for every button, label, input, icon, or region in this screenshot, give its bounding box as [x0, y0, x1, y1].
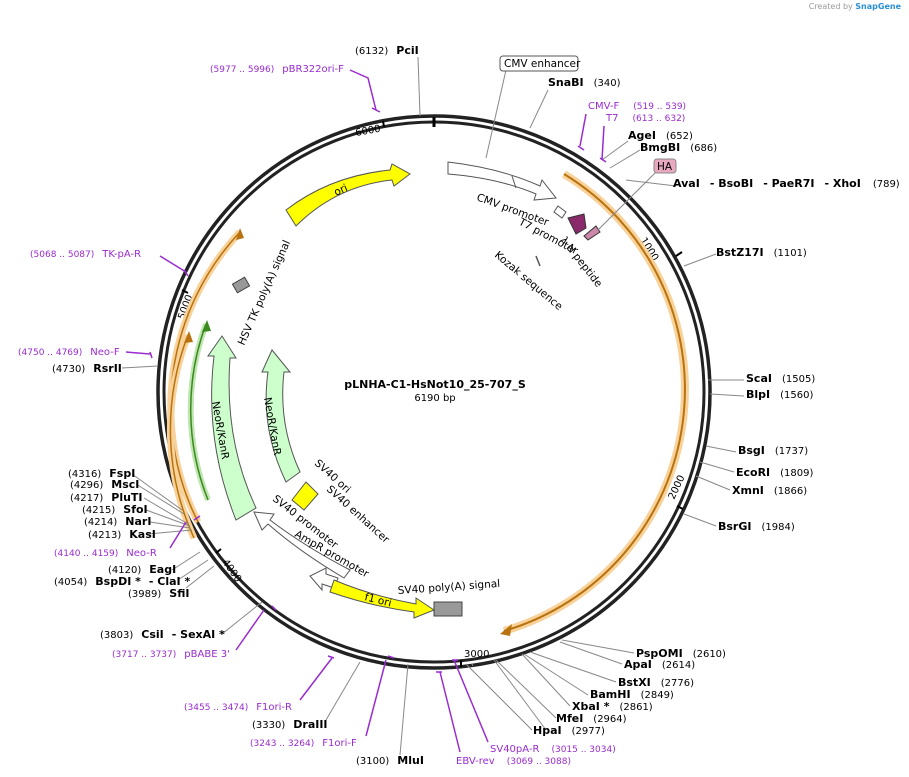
- sv40-promoter-feature: [253, 511, 351, 579]
- tick-3000: 3000: [464, 649, 489, 660]
- hsv-tk-box: [231, 276, 251, 294]
- site-mlui: (3100)MluI: [356, 754, 424, 767]
- site-bamhi: BamHI(2849): [590, 688, 674, 701]
- snapgene-logo: SnapGene: [855, 2, 901, 11]
- sv40-ori-feature: [291, 481, 319, 511]
- neor-outer-feature: [207, 335, 257, 521]
- ha-label: HA: [657, 161, 673, 173]
- site-bsgi: BsgI(1737): [738, 444, 808, 457]
- site-kasi: (4213)KasI: [88, 528, 156, 541]
- left-orf-arrowhead-2: [184, 331, 193, 343]
- site-draiii: (3330)DraIII: [252, 718, 328, 731]
- site-bstxi: BstXI(2776): [618, 676, 694, 689]
- ori-label: ori: [332, 182, 349, 199]
- site-bspdi: (4054)BspDI *- ClaI *: [54, 575, 190, 588]
- neo-green-arc: [189, 323, 209, 501]
- plasmid-name: pLNHA-C1-HsNot10_25-707_S: [344, 378, 526, 391]
- primer-pbabe: (3717 .. 3737)pBABE 3': [112, 649, 230, 660]
- f1-ori-label: f1 ori: [363, 591, 392, 609]
- site-bmgbi: BmgBI(686): [640, 141, 717, 154]
- primer-pbr322ori: (5977 .. 5996)pBR322ori-F: [210, 64, 344, 75]
- primer-neof: (4750 .. 4769)Neo-F: [18, 347, 120, 358]
- orf-arc: [503, 173, 686, 632]
- backbone-outer-ring: [156, 114, 712, 670]
- f1-ori-feature: [329, 579, 436, 619]
- t7-promoter-feature: [553, 205, 567, 219]
- orf-arrowhead: [500, 624, 512, 636]
- site-agei: AgeI(652): [628, 129, 693, 142]
- site-xmni: XmnI(1866): [732, 484, 807, 497]
- tick-6000: 6000: [355, 124, 382, 139]
- cmv-enhancer-label: CMV enhancer: [504, 58, 581, 70]
- primer-ebvrev: EBV-rev(3069 .. 3088): [456, 756, 571, 767]
- sv40-polya-box: [433, 601, 463, 617]
- primer-f1orif: (3243 .. 3264)F1ori-F: [250, 738, 357, 749]
- credit: Created by SnapGene: [809, 2, 901, 11]
- site-rsrii: (4730)RsrII: [52, 362, 122, 375]
- ha-leader: [597, 171, 657, 231]
- primer-tkpa: (5068 .. 5087)TK-pA-R: [30, 249, 141, 260]
- site-msci: (4296)MscI: [70, 478, 139, 491]
- neo-green-arrowhead: [202, 320, 211, 332]
- left-orf-arrowhead-1: [236, 228, 244, 240]
- ori-feature: [285, 163, 411, 227]
- site-pluti: (4217)PluTI: [70, 491, 143, 504]
- site-bsrgi: BsrGI(1984): [718, 520, 795, 533]
- site-sfii: (3989)SfiI: [128, 587, 189, 600]
- cmv-enhancer-box: [499, 55, 579, 72]
- backbone-inner-ring: [162, 120, 706, 664]
- sv40-polya-label: SV40 poly(A) signal: [397, 578, 500, 597]
- site-scai: ScaI(1505): [746, 372, 815, 385]
- neor-inner-feature: [261, 349, 301, 483]
- primer-sv40par: SV40pA-R(3015 .. 3034): [490, 744, 616, 755]
- primer-neor: (4140 .. 4159)Neo-R: [54, 548, 157, 559]
- ampr-promoter-feature: [309, 567, 339, 592]
- site-hpai: HpaI(2977): [533, 724, 605, 737]
- ha-box: [653, 158, 677, 174]
- lambda-n-feature: [567, 213, 587, 235]
- left-orf-arc-2: [169, 334, 195, 539]
- primer-t7: T7(613 .. 632): [605, 113, 685, 124]
- site-xbai: XbaI *(2861): [572, 700, 653, 713]
- plasmid-size: 6190 bp: [414, 393, 455, 404]
- site-ecori: EcoRI(1809): [736, 466, 814, 479]
- site-nari: (4214)NarI: [84, 515, 151, 528]
- ha-feature: [583, 225, 601, 241]
- site-pcii: (6132)PciI: [355, 44, 419, 57]
- kozak-label: Kozak sequence: [492, 249, 565, 313]
- primer-cmvf: CMV-F(519 .. 539): [588, 101, 686, 112]
- site-pspomi: PspOMI(2610): [636, 647, 726, 660]
- site-csii: (3803)CsiI- SexAI *: [100, 628, 225, 641]
- site-snabi: SnaBI(340): [548, 76, 621, 89]
- kozak-mark: [535, 255, 541, 267]
- cmv-promoter-feature: [447, 161, 557, 201]
- site-leaders: [121, 56, 745, 756]
- cmv-enhancer-leader: [485, 69, 507, 159]
- site-fspi: (4316)FspI: [68, 467, 135, 480]
- site-sfoi: (4215)SfoI: [82, 503, 148, 516]
- primer-marks: [125, 69, 607, 753]
- lambda-n-label: λ N peptide: [558, 234, 605, 289]
- site-blpi: BlpI(1560): [746, 388, 813, 401]
- hsv-tk-label: HSV TK poly(A) signal: [236, 238, 293, 347]
- site-mfei: MfeI(2964): [556, 712, 627, 725]
- left-orf-arc-1: [170, 231, 241, 523]
- credit-prefix: Created by: [808, 2, 853, 11]
- cmv-divider: [511, 175, 517, 189]
- site-bstz17i: BstZ17I(1101): [716, 246, 807, 259]
- site-apai: ApaI(2614): [624, 658, 695, 671]
- tick-marks: [181, 120, 684, 667]
- primer-f1orir: (3455 .. 3474)F1ori-R: [184, 702, 292, 713]
- site-xhoi-group: AvaI- BsoBI- PaeR7I- XhoI(789): [673, 177, 900, 190]
- site-eagi: (4120)EagI: [108, 563, 176, 576]
